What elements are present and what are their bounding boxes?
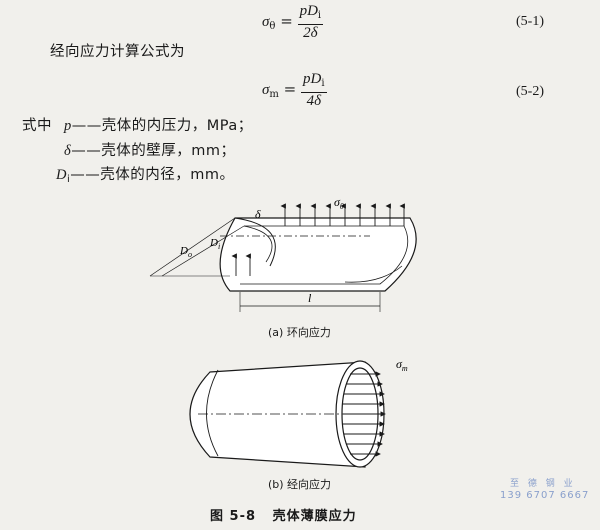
vessel-body [189,361,366,468]
figure-a-caption: (a) 环向应力 [268,326,331,339]
label-outer-diameter: Do [179,245,192,259]
formula-5-1-fraction: pDi 2δ [297,2,324,42]
figure-number: 图 5-8 [210,509,257,524]
where-lead: 式中 [22,118,52,134]
figure-a-hoop-stress: δ σθ Do Di l [149,196,417,312]
formula-5-1-denominator: 2δ [303,25,318,41]
watermark-company: 至 德 钢 业 [510,479,576,489]
inner-diameter-dim [161,225,245,277]
label-sigma-m: σm [396,357,408,373]
formula-5-2-lhs: σ [262,82,270,98]
formula-5-1: σθ = pDi 2δ [262,2,324,42]
equation-number-5-2: (5-2) [516,84,544,99]
inner-end-arc [243,225,273,263]
symbol-p: p [64,118,72,134]
formula-5-2-lhs-sub: m [269,89,279,100]
figure-title: 壳体薄膜应力 [272,509,357,524]
where-item-di-text: ——壳体的内径，mm。 [70,167,235,183]
cut-edge [344,265,403,283]
where-item-p-text: ——壳体的内压力，MPa； [71,118,253,134]
hoop-stress-arrows [231,203,405,276]
figure-caption: 图 5-8 壳体薄膜应力 [210,505,357,524]
equation-number-5-1: (5-1) [516,14,544,29]
symbol-d: D [56,167,67,183]
label-inner-diameter: Di [209,237,220,251]
outer-diameter-dim [149,217,236,277]
radial-stress-intro: 经向应力计算公式为 [50,44,185,60]
formula-5-1-lhs: σ [262,14,270,30]
label-sigma-theta: σθ [334,196,344,211]
formula-5-1-lhs-sub: θ [269,21,276,32]
formula-5-2: σm = pDi 4δ [262,70,327,110]
where-item-p: p——壳体的内压力，MPa； [64,114,253,135]
formula-5-2-numerator: pD [303,71,322,87]
label-delta: δ [255,207,261,221]
half-shell-outline [219,217,417,292]
formula-5-2-denominator: 4δ [306,93,322,109]
where-item-delta: δ——壳体的壁厚，mm； [64,139,236,160]
inner-surface [240,225,409,285]
where-item-delta-text: ——壳体的壁厚，mm； [71,143,236,159]
front-end-arc [234,217,276,267]
formula-5-2-fraction: pDi 4δ [301,70,327,110]
watermark-phone: 139 6707 6667 [500,490,590,501]
symbol-d-sub: i [66,174,71,185]
where-item-di: Di——壳体的内径，mm。 [56,163,235,185]
meridional-stress-arrows [343,371,386,457]
formula-5-1-numerator-sub: i [317,10,322,21]
figure-b-meridional-stress: σm [189,357,408,468]
formula-5-2-numerator-sub: i [321,78,325,89]
head-seam [206,369,219,457]
figure-b-caption: (b) 经向应力 [268,478,332,491]
formula-5-1-numerator: pD [299,3,318,19]
symbol-delta: δ [64,143,72,159]
label-length: l [308,291,312,305]
